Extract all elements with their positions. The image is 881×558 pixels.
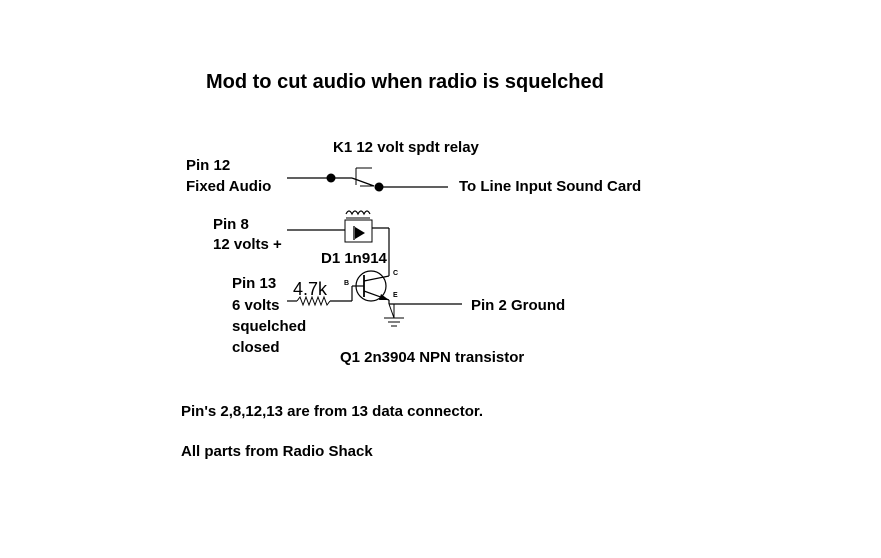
diode-d1: [355, 227, 365, 239]
relay-switch-arm: [351, 177, 375, 187]
resistor-label: 4.7k: [293, 279, 328, 299]
transistor-label: Q1 2n3904 NPN transistor: [340, 349, 525, 366]
pin12-sublabel: Fixed Audio: [186, 178, 272, 195]
transistor-collector-lead: [363, 275, 390, 282]
pin13-voltage: 6 volts: [232, 297, 280, 314]
note-pins: Pin's 2,8,12,13 are from 13 data connect…: [181, 403, 484, 420]
relay-coil: [345, 210, 371, 216]
wire-ground-drop: [388, 303, 395, 319]
coil-box: [344, 219, 373, 243]
pin13-state: squelched: [232, 318, 307, 335]
pin12-label: Pin 12: [186, 157, 231, 174]
diode-label: D1 1n914: [321, 250, 387, 267]
diagram-title: Mod to cut audio when radio is squelched: [206, 71, 604, 93]
pin8-label: Pin 8: [213, 216, 249, 233]
pin13-label: Pin 13: [232, 275, 277, 292]
note-parts: All parts from Radio Shack: [181, 443, 373, 460]
resistor-4k7: [296, 295, 331, 307]
relay-label: K1 12 volt spdt relay: [333, 139, 479, 156]
pin13-state-2: closed: [232, 339, 280, 356]
output-label: To Line Input Sound Card: [459, 178, 642, 195]
emitter-pin-label: E: [393, 292, 398, 299]
base-pin-label: B: [344, 280, 350, 287]
ground-label: Pin 2 Ground: [471, 297, 566, 314]
collector-pin-label: C: [393, 270, 399, 277]
pin8-sublabel: 12 volts +: [213, 236, 282, 253]
emitter-arrow: [379, 294, 389, 300]
relay-common-node: [326, 173, 336, 183]
